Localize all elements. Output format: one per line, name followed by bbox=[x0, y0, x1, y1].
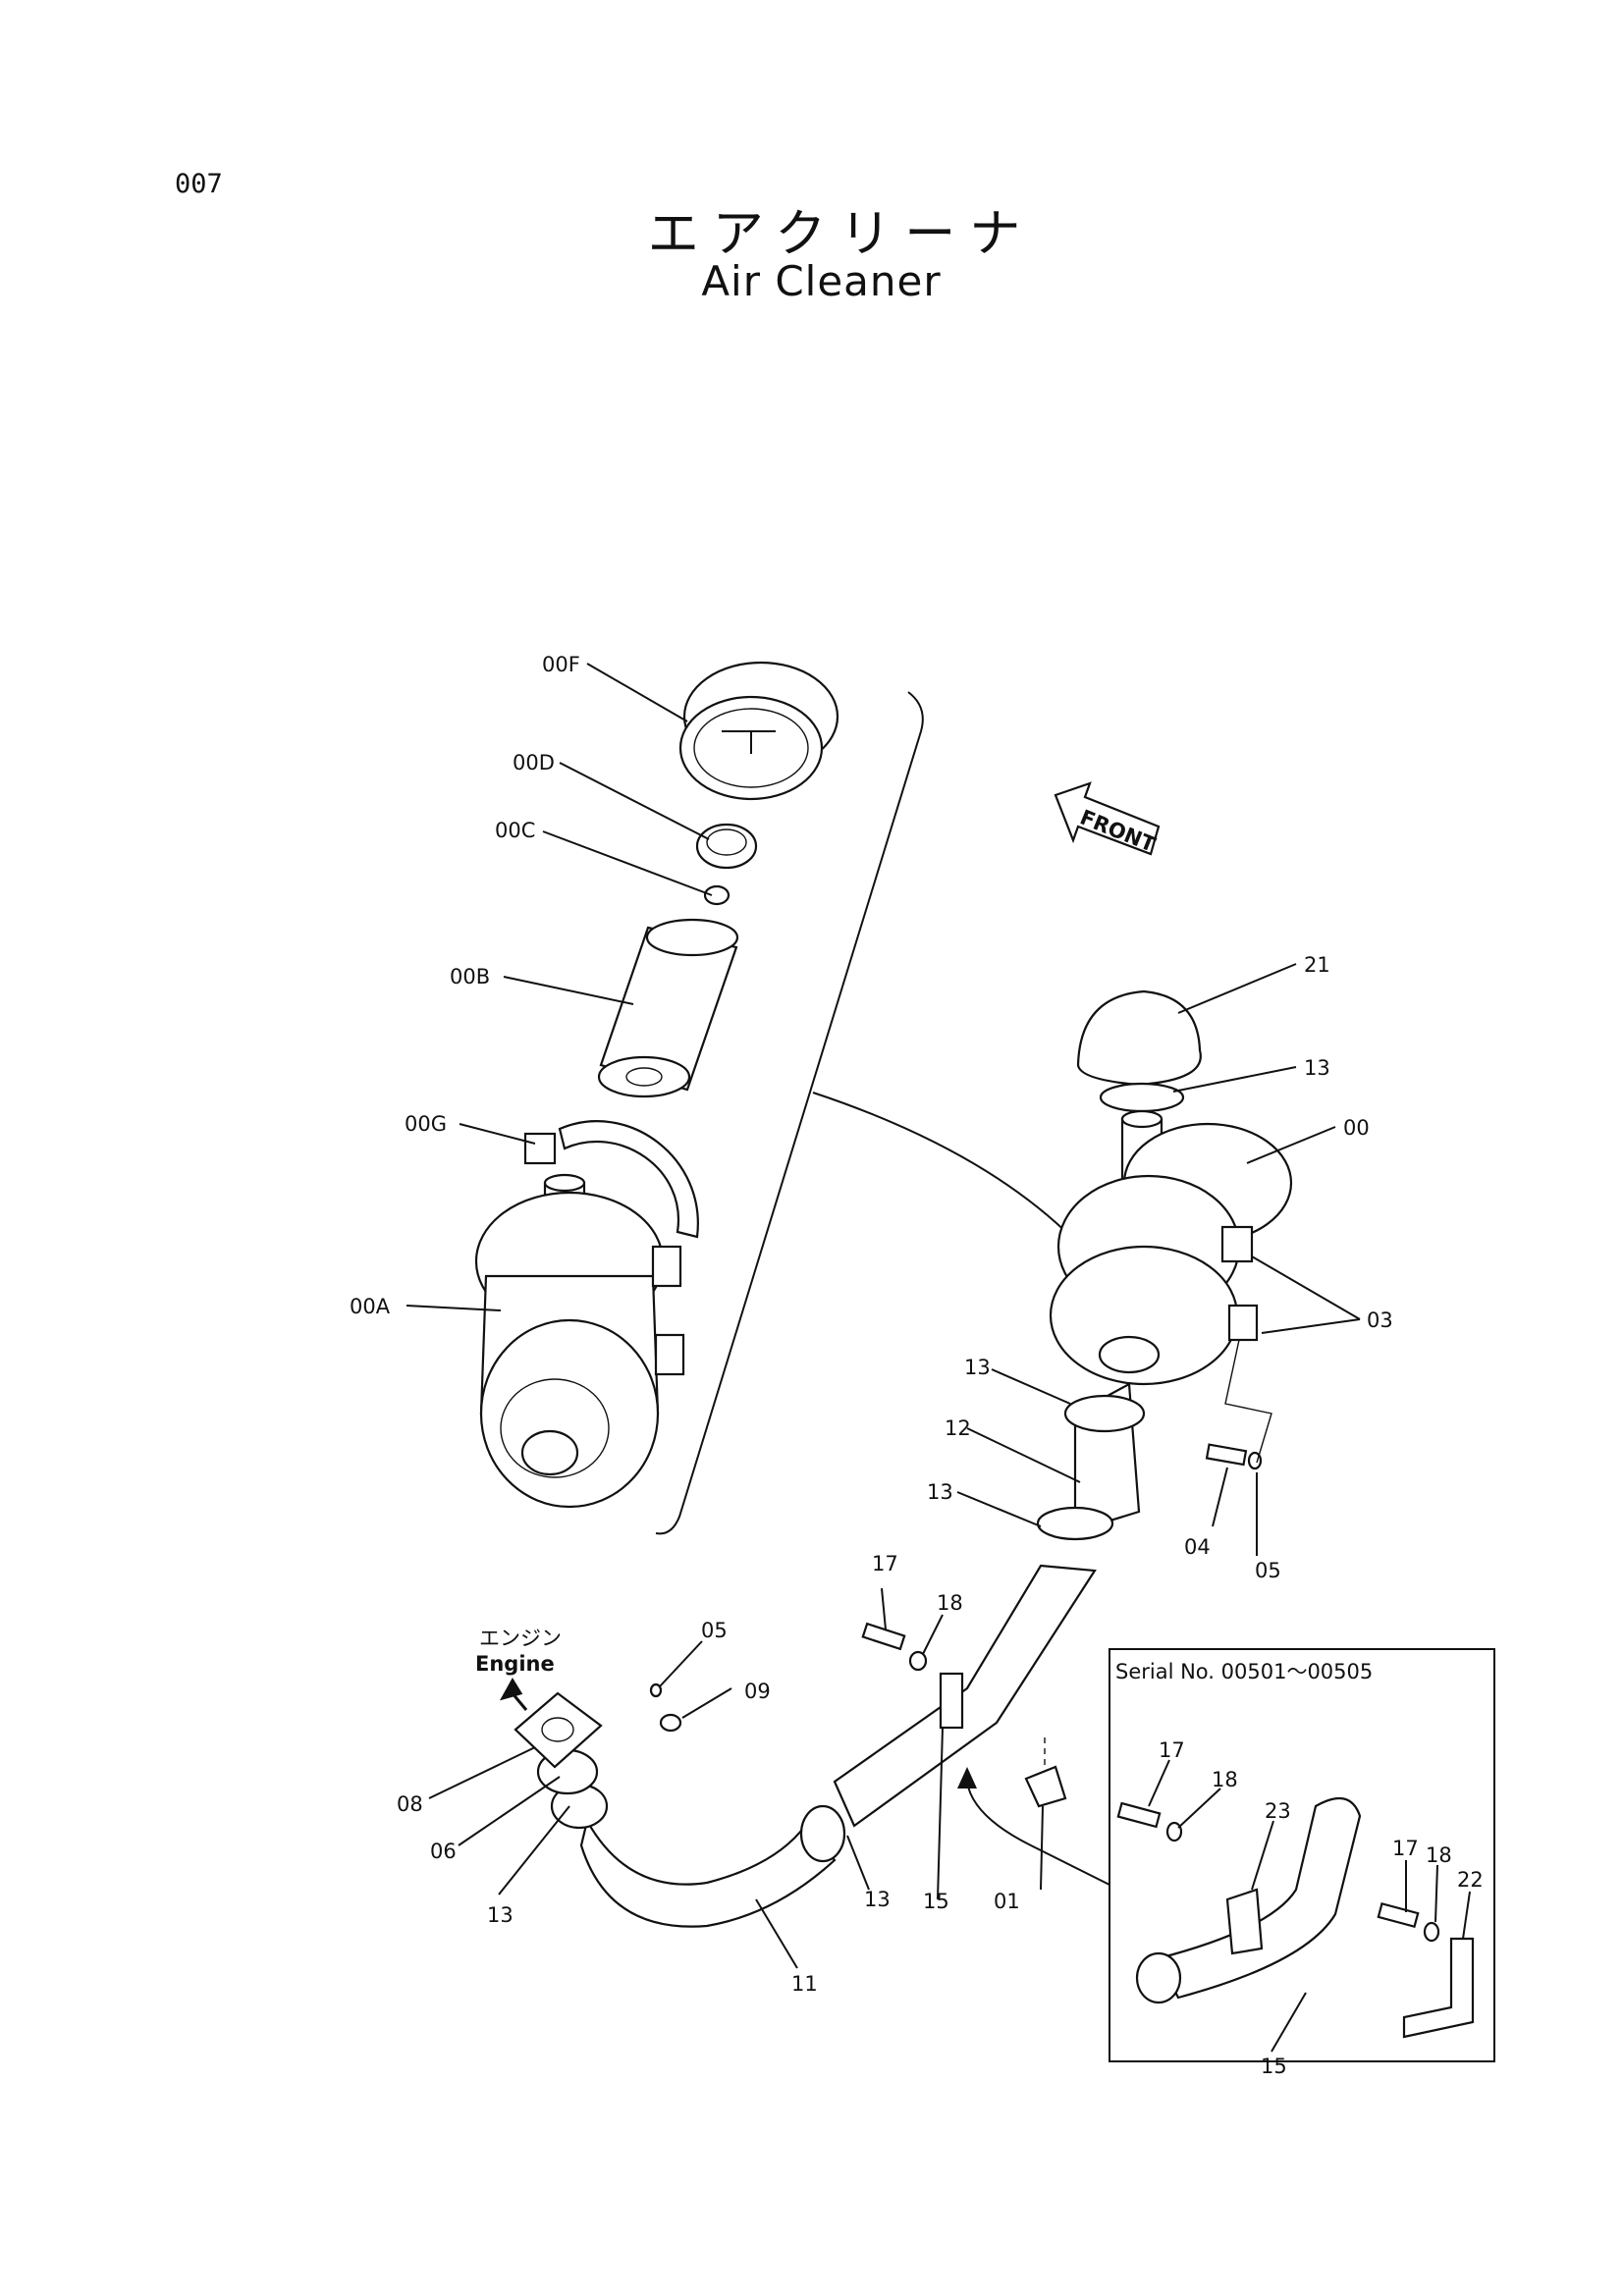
inset-pointer bbox=[966, 1781, 1110, 1886]
callout-00B: 00B bbox=[450, 965, 490, 988]
callout-18-inset-right: 18 bbox=[1426, 1843, 1452, 1867]
callout-17-inset-right: 17 bbox=[1392, 1837, 1419, 1860]
callout-05-right: 05 bbox=[1255, 1559, 1281, 1582]
callout-13-engine: 13 bbox=[487, 1903, 514, 1927]
gasket-08 bbox=[514, 1691, 603, 1769]
callout-18: 18 bbox=[937, 1591, 963, 1615]
clamp-13-upper bbox=[1063, 1394, 1146, 1433]
body-00A bbox=[474, 1173, 685, 1509]
air-cleaner-00 bbox=[1049, 1109, 1293, 1386]
serial-number-label: Serial No. 00501〜00505 bbox=[1115, 1660, 1373, 1683]
callout-03: 03 bbox=[1367, 1308, 1393, 1332]
callout-15-inset: 15 bbox=[1261, 2055, 1287, 2078]
callout-00: 00 bbox=[1343, 1116, 1370, 1140]
pipe-15 bbox=[833, 1564, 1097, 1828]
callout-00G: 00G bbox=[405, 1112, 447, 1136]
engine-label-en: Engine bbox=[475, 1652, 555, 1676]
inset-bracket-22 bbox=[1402, 1937, 1475, 2039]
callout-09: 09 bbox=[744, 1680, 771, 1703]
callout-01: 01 bbox=[994, 1890, 1020, 1913]
engine-arrow-icon bbox=[499, 1678, 528, 1711]
rain-cap-21 bbox=[1076, 989, 1202, 1087]
band-00G bbox=[523, 1120, 699, 1239]
leader-lines bbox=[406, 663, 1471, 2053]
callout-00C: 00C bbox=[495, 819, 535, 842]
bolt-04 bbox=[1205, 1339, 1272, 1470]
cap-00F bbox=[678, 661, 839, 801]
callout-22: 22 bbox=[1457, 1868, 1484, 1892]
callout-23: 23 bbox=[1265, 1799, 1291, 1823]
clamp-13-top bbox=[1099, 1082, 1185, 1113]
inset-pointer-arrowhead bbox=[957, 1767, 977, 1789]
callout-18-inset: 18 bbox=[1212, 1768, 1238, 1791]
callout-11: 11 bbox=[791, 1972, 818, 1996]
callout-00D: 00D bbox=[513, 751, 555, 774]
callout-06: 06 bbox=[430, 1840, 457, 1863]
callout-13-upper: 13 bbox=[964, 1356, 991, 1379]
callout-17: 17 bbox=[872, 1552, 898, 1575]
page-number: 007 bbox=[175, 169, 223, 199]
front-arrow: FRONT bbox=[1054, 781, 1161, 857]
callout-13-mid: 13 bbox=[927, 1480, 953, 1504]
callout-12: 12 bbox=[945, 1416, 971, 1440]
serial-inset-frame bbox=[1109, 1648, 1495, 2062]
nut-09 bbox=[649, 1682, 682, 1733]
assembly-arrow bbox=[812, 1092, 1074, 1240]
title-japanese: エアクリーナ bbox=[647, 205, 1035, 264]
callout-13-pipe: 13 bbox=[864, 1888, 891, 1911]
inset-pipe-15 bbox=[1135, 1796, 1362, 2004]
element-00B bbox=[597, 918, 739, 1098]
assembly-bracket bbox=[655, 691, 924, 1535]
callout-08: 08 bbox=[397, 1792, 423, 1816]
callout-15: 15 bbox=[923, 1890, 949, 1913]
engine-label-ja: エンジン bbox=[479, 1627, 562, 1650]
ring-00D bbox=[695, 823, 758, 870]
inset-bracket-23 bbox=[1225, 1888, 1264, 1955]
switch-01 bbox=[1024, 1737, 1067, 1808]
title-english: Air Cleaner bbox=[701, 257, 942, 305]
callout-00F: 00F bbox=[542, 653, 580, 676]
callout-17-inset: 17 bbox=[1159, 1738, 1185, 1762]
nut-00C bbox=[703, 884, 730, 906]
callout-05-left: 05 bbox=[701, 1619, 728, 1642]
callout-00A: 00A bbox=[350, 1295, 391, 1318]
callout-13-top: 13 bbox=[1304, 1056, 1330, 1080]
callout-21: 21 bbox=[1304, 953, 1330, 977]
pipe-11 bbox=[579, 1804, 846, 1928]
callout-04: 04 bbox=[1184, 1535, 1211, 1559]
inset-bolt-17 bbox=[1116, 1801, 1440, 1943]
bolt-17-left bbox=[861, 1622, 928, 1672]
clamp-13-mid bbox=[1036, 1506, 1114, 1541]
